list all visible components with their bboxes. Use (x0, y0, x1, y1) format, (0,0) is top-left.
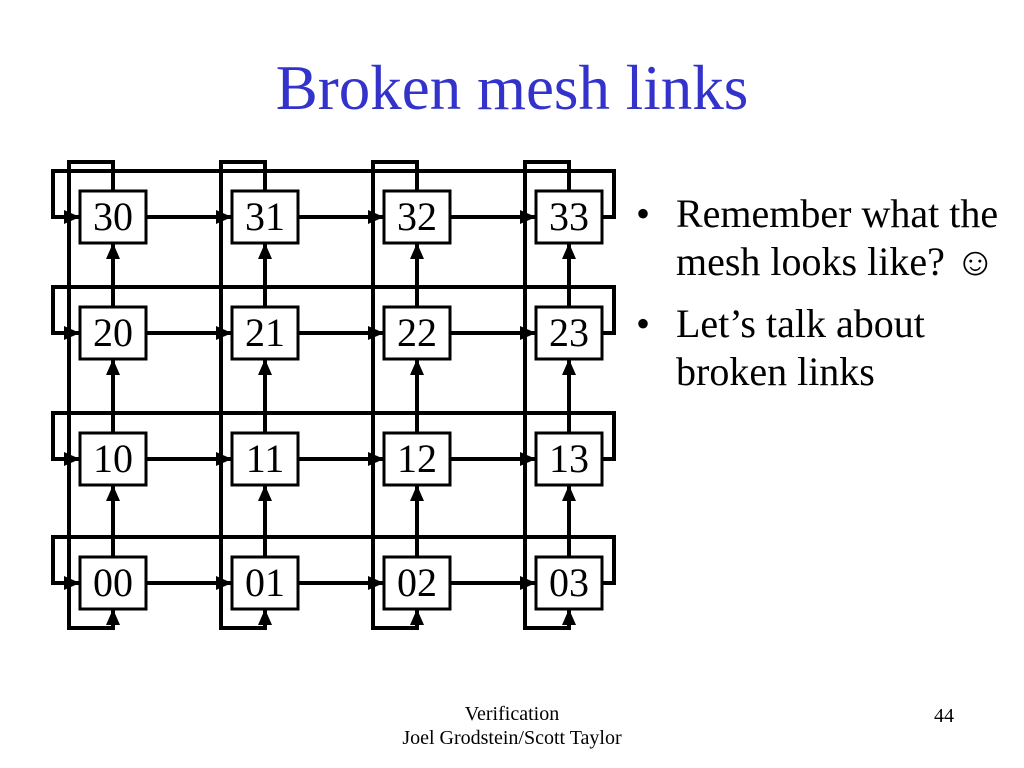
bullet-item-2: • Let’s talk about broken links (636, 300, 1024, 396)
column-1-wraparound-link (219, 160, 272, 630)
node-11-label: 11 (246, 436, 285, 481)
bullet-dot: • (636, 191, 651, 236)
node-23-label: 23 (549, 310, 589, 355)
node-30: 30 (78, 189, 148, 245)
node-31: 31 (230, 189, 300, 245)
column-2-wraparound-link (371, 160, 424, 630)
node-23-box (534, 305, 604, 361)
node-00-box (78, 555, 148, 611)
node-12-box (382, 431, 452, 487)
node-13-box (534, 431, 604, 487)
node-01-box (230, 555, 300, 611)
node-10-box (78, 431, 148, 487)
bullet-text-1: Remember what the mesh looks like? ☺ (676, 191, 999, 284)
node-21-label: 21 (245, 310, 285, 355)
node-22-box (382, 305, 452, 361)
footer-line-2: Joel Grodstein/Scott Taylor (402, 726, 622, 749)
bullet-dot: • (636, 301, 651, 346)
node-32-label: 32 (397, 194, 437, 239)
node-22: 22 (382, 305, 452, 361)
node-00: 00 (78, 555, 148, 611)
node-10: 10 (78, 431, 148, 487)
node-30-box (78, 189, 148, 245)
column-3-wraparound-link (523, 160, 576, 630)
row-0-wraparound-link (51, 535, 616, 590)
node-02: 02 (382, 555, 452, 611)
node-10-label: 10 (93, 436, 133, 481)
row-3-wraparound-link (51, 169, 616, 224)
bullet-text-2: Let’s talk about broken links (676, 301, 925, 394)
node-20-box (78, 305, 148, 361)
node-21-box (230, 305, 300, 361)
node-13-label: 13 (549, 436, 589, 481)
column-0-wraparound-link (67, 160, 120, 630)
footer-line-1: Verification (464, 703, 560, 725)
node-20-label: 20 (93, 310, 133, 355)
slide-footer: Verification Joel Grodstein/Scott Taylor (0, 703, 1024, 750)
node-02-box (382, 555, 452, 611)
node-03-box (534, 555, 604, 611)
node-33-box (534, 189, 604, 245)
node-03-label: 03 (549, 560, 589, 605)
node-11: 11 (230, 431, 300, 487)
bullet-item-1: • Remember what the mesh looks like? ☺ (636, 190, 1024, 286)
mesh-nodes: 30 31 32 33 20 21 22 23 10 11 12 13 00 01 02 03 (78, 189, 604, 611)
node-21: 21 (230, 305, 300, 361)
node-31-box (230, 189, 300, 245)
node-32: 32 (382, 189, 452, 245)
node-00-label: 00 (93, 560, 133, 605)
node-23: 23 (534, 305, 604, 361)
node-33-label: 33 (549, 194, 589, 239)
node-12-label: 12 (397, 436, 437, 481)
node-22-label: 22 (397, 310, 437, 355)
node-31-label: 31 (245, 194, 285, 239)
page-number: 44 (934, 705, 954, 727)
node-03: 03 (534, 555, 604, 611)
row-2-wraparound-link (51, 285, 616, 340)
node-01: 01 (230, 555, 300, 611)
node-11-box (230, 431, 300, 487)
slide-title: Broken mesh links (275, 53, 749, 123)
node-20: 20 (78, 305, 148, 361)
node-13: 13 (534, 431, 604, 487)
node-02-label: 02 (397, 560, 437, 605)
node-32-box (382, 189, 452, 245)
bullet-list: • Remember what the mesh looks like? ☺ •… (636, 190, 1024, 410)
mesh-links (51, 160, 616, 630)
node-33: 33 (534, 189, 604, 245)
row-1-wraparound-link (51, 411, 616, 466)
node-12: 12 (382, 431, 452, 487)
node-01-label: 01 (245, 560, 285, 605)
node-30-label: 30 (93, 194, 133, 239)
